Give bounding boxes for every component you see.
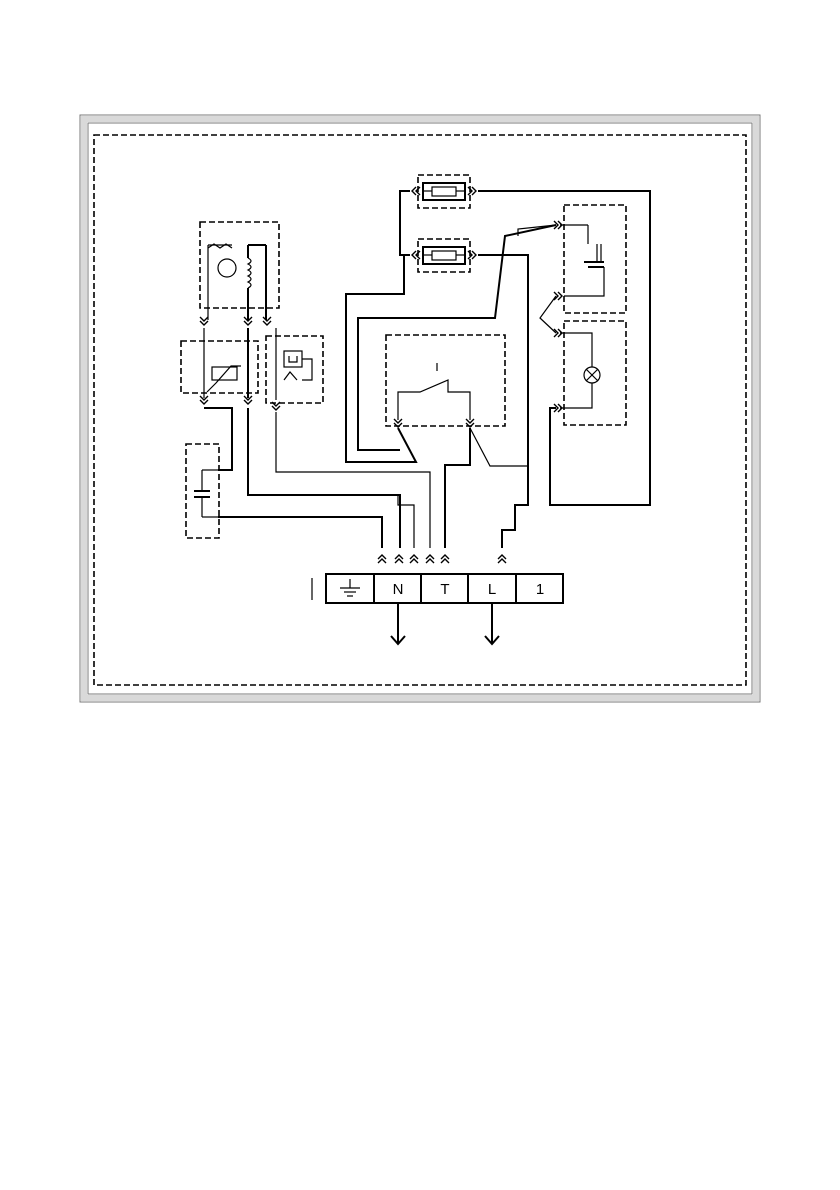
terminal-label-n: N bbox=[393, 581, 404, 598]
fuse-icon bbox=[412, 175, 476, 208]
fuse-icon bbox=[412, 239, 476, 272]
terminal-label-t: T bbox=[440, 581, 449, 598]
supply-arrow-n bbox=[391, 603, 405, 644]
heater-element-icon bbox=[560, 205, 626, 313]
capacitor-icon bbox=[186, 444, 219, 538]
motor-icon bbox=[200, 222, 279, 320]
thermistor-icon bbox=[181, 328, 258, 398]
terminal-label-l: L bbox=[488, 581, 496, 598]
terminal-label-1: 1 bbox=[536, 581, 544, 598]
door-switch-icon bbox=[386, 335, 505, 426]
outer-frame bbox=[80, 115, 760, 702]
thermal-protector-icon bbox=[266, 328, 323, 403]
supply-arrow-l bbox=[485, 603, 499, 644]
lamp-icon bbox=[560, 321, 626, 425]
terminal-block: N T L 1 bbox=[312, 574, 563, 603]
wires bbox=[204, 191, 650, 548]
ground-icon bbox=[340, 579, 360, 596]
